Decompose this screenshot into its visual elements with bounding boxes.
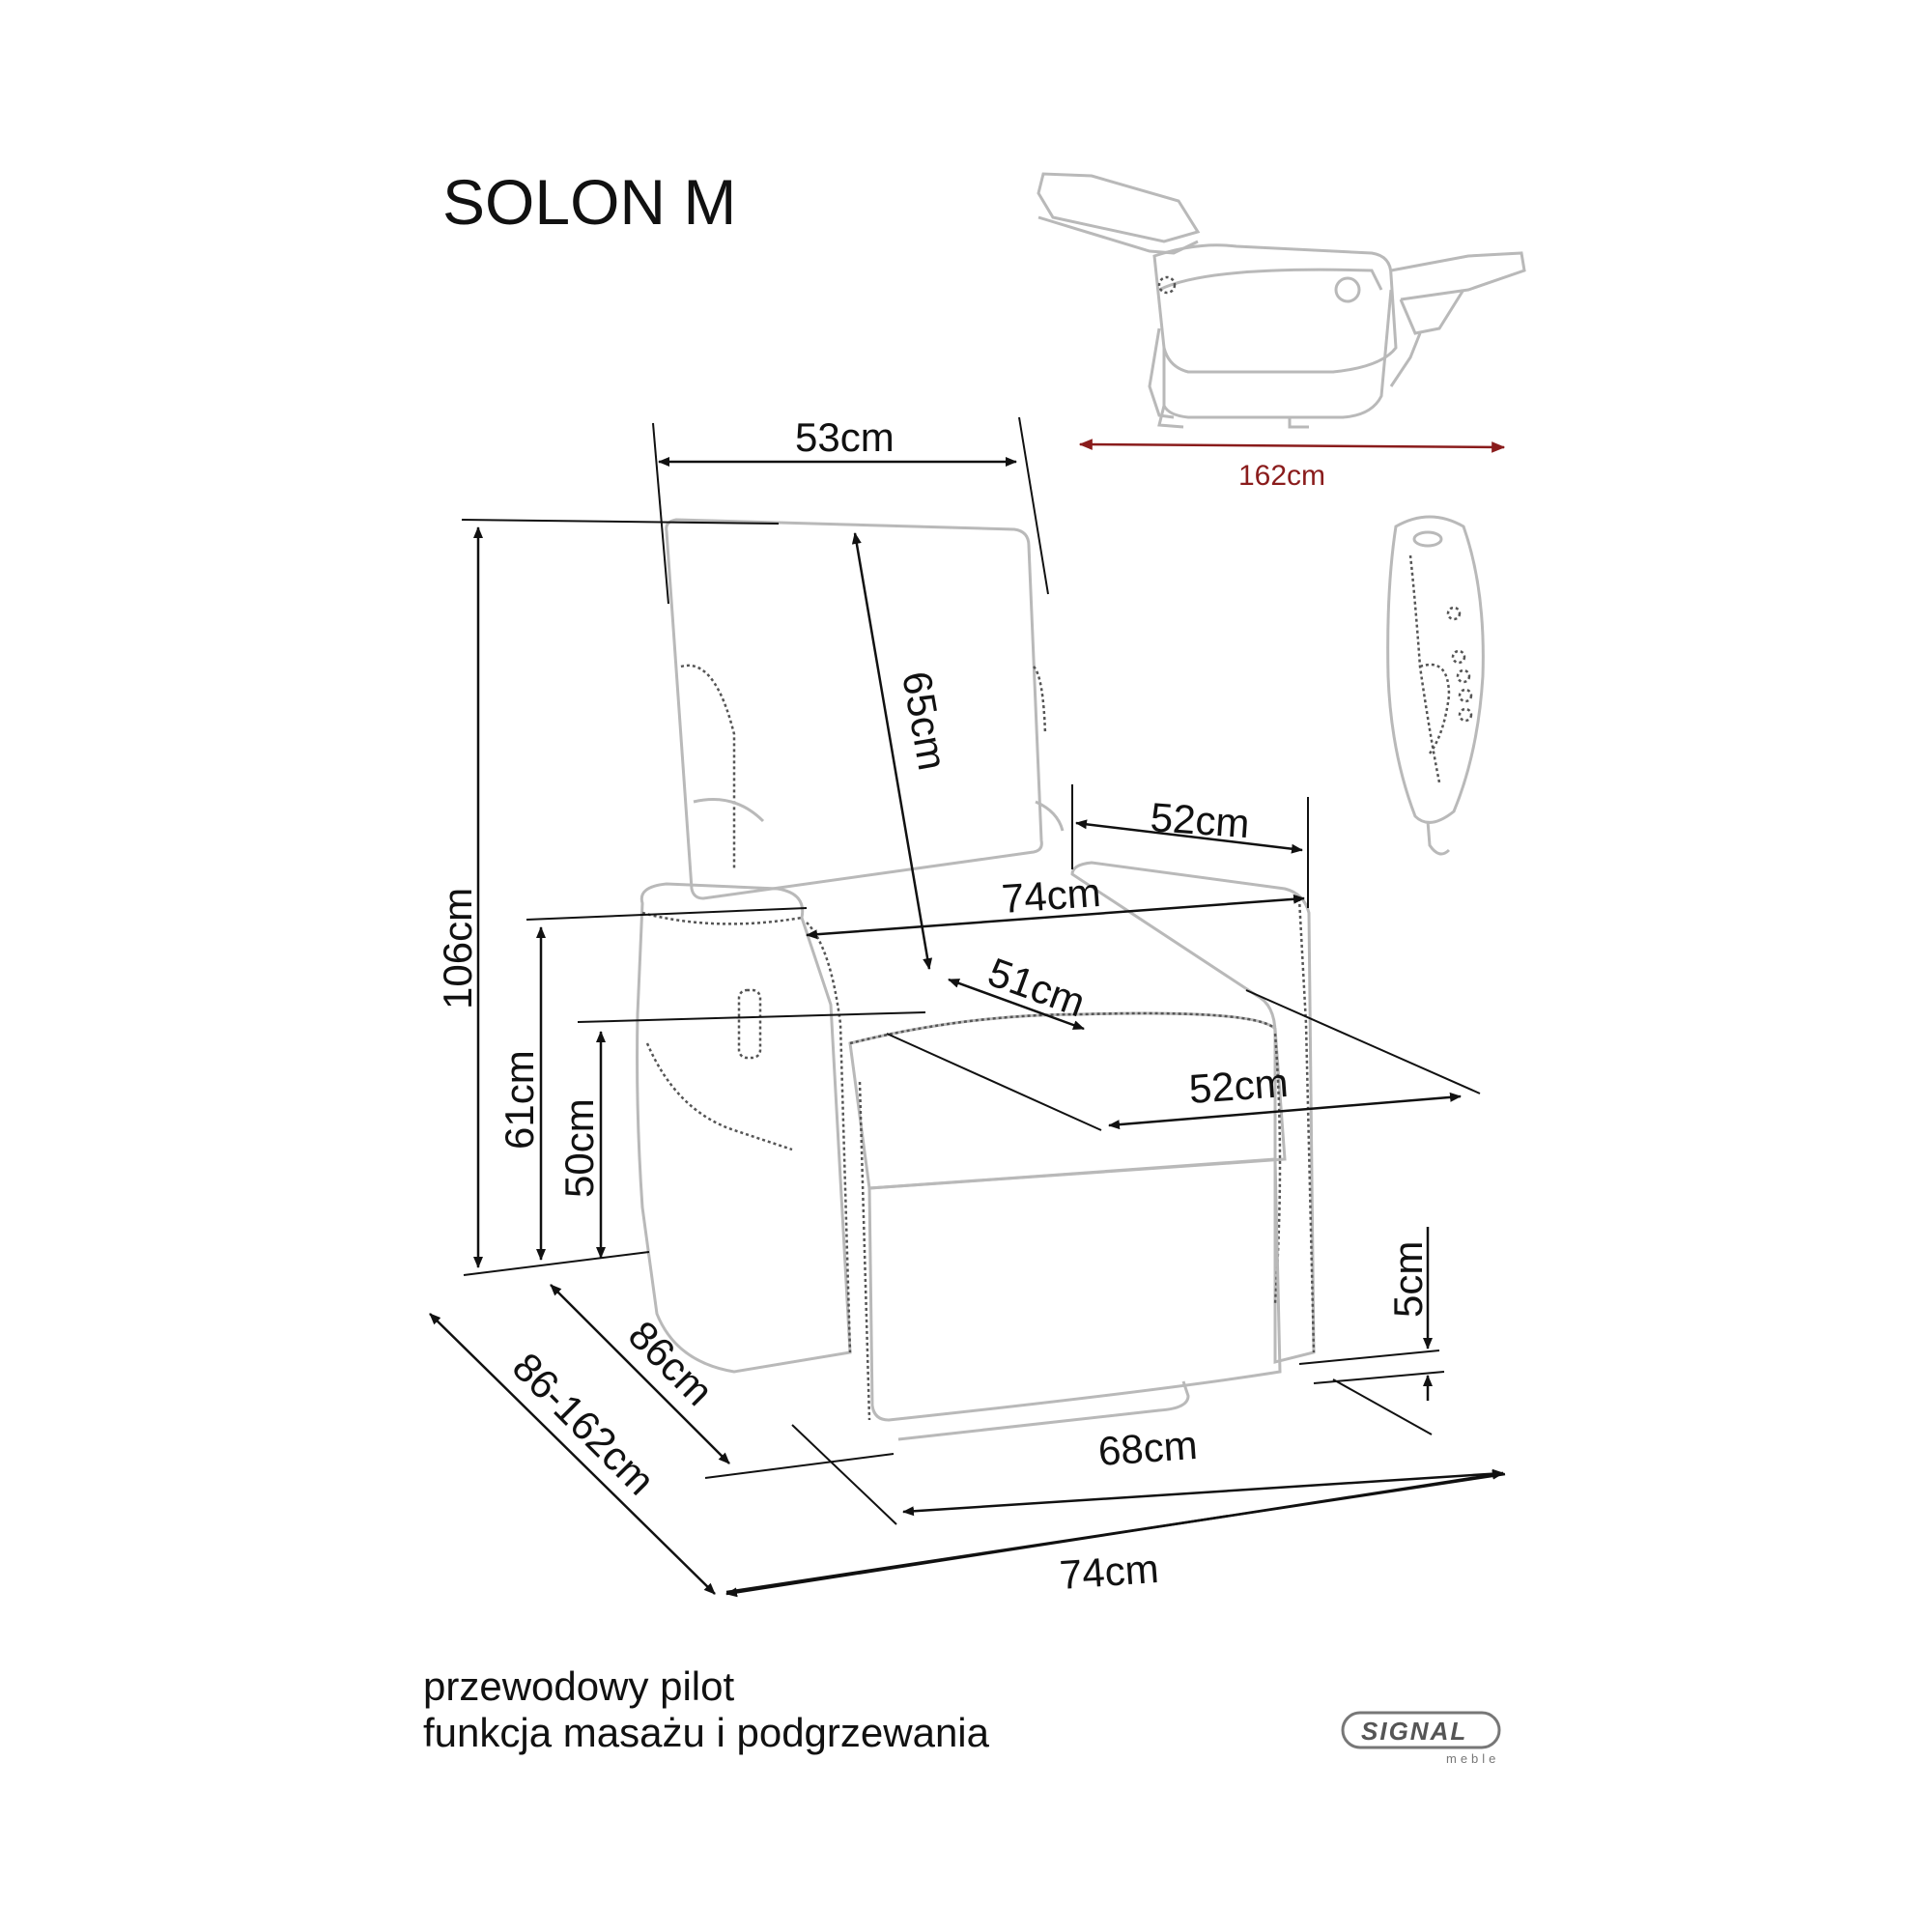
note-massage-heating: funkcja masażu i podgrzewania (423, 1710, 990, 1755)
logo-sub: meble (1446, 1751, 1499, 1766)
backrest-height-label: 65cm (894, 668, 955, 773)
seat-width-label: 52cm (1187, 1060, 1290, 1112)
backrest-width-label: 53cm (795, 414, 895, 460)
reclined-length-label: 162cm (1238, 460, 1325, 492)
note-wired-remote: przewodowy pilot (423, 1663, 734, 1709)
armrest-depth-dimension-line (1075, 819, 1303, 854)
dimension-lines (429, 416, 1506, 1598)
base-width-dimension-line (902, 1468, 1504, 1517)
product-title: SOLON M (442, 166, 736, 238)
signal-logo: SIGNAL meble (1341, 1711, 1501, 1766)
depth-range-label: 86-162cm (504, 1344, 664, 1503)
armrest-height-label: 61cm (497, 1050, 542, 1150)
width-top-label: 74cm (1000, 869, 1102, 922)
depth-range-dimension-line (429, 1313, 716, 1595)
seat-depth-dimension-line (948, 978, 1085, 1031)
reclined-chair-sketch (1037, 172, 1526, 429)
logo-name: SIGNAL (1361, 1717, 1467, 1746)
ground-clearance-label: 5cm (1385, 1241, 1431, 1318)
base-width-label: 68cm (1096, 1422, 1199, 1474)
seat-width-dimension-line (1108, 1092, 1462, 1130)
total-width-label: 74cm (1058, 1546, 1160, 1598)
seat-height-label: 50cm (556, 1098, 602, 1198)
remote-control-icon (1386, 515, 1485, 856)
armrest-depth-label: 52cm (1149, 794, 1251, 846)
chair-sketch (636, 518, 1316, 1441)
total-height-label: 106cm (435, 888, 480, 1009)
width-top-dimension-line (806, 894, 1305, 940)
reclined-length-dimension-line (1078, 439, 1506, 453)
